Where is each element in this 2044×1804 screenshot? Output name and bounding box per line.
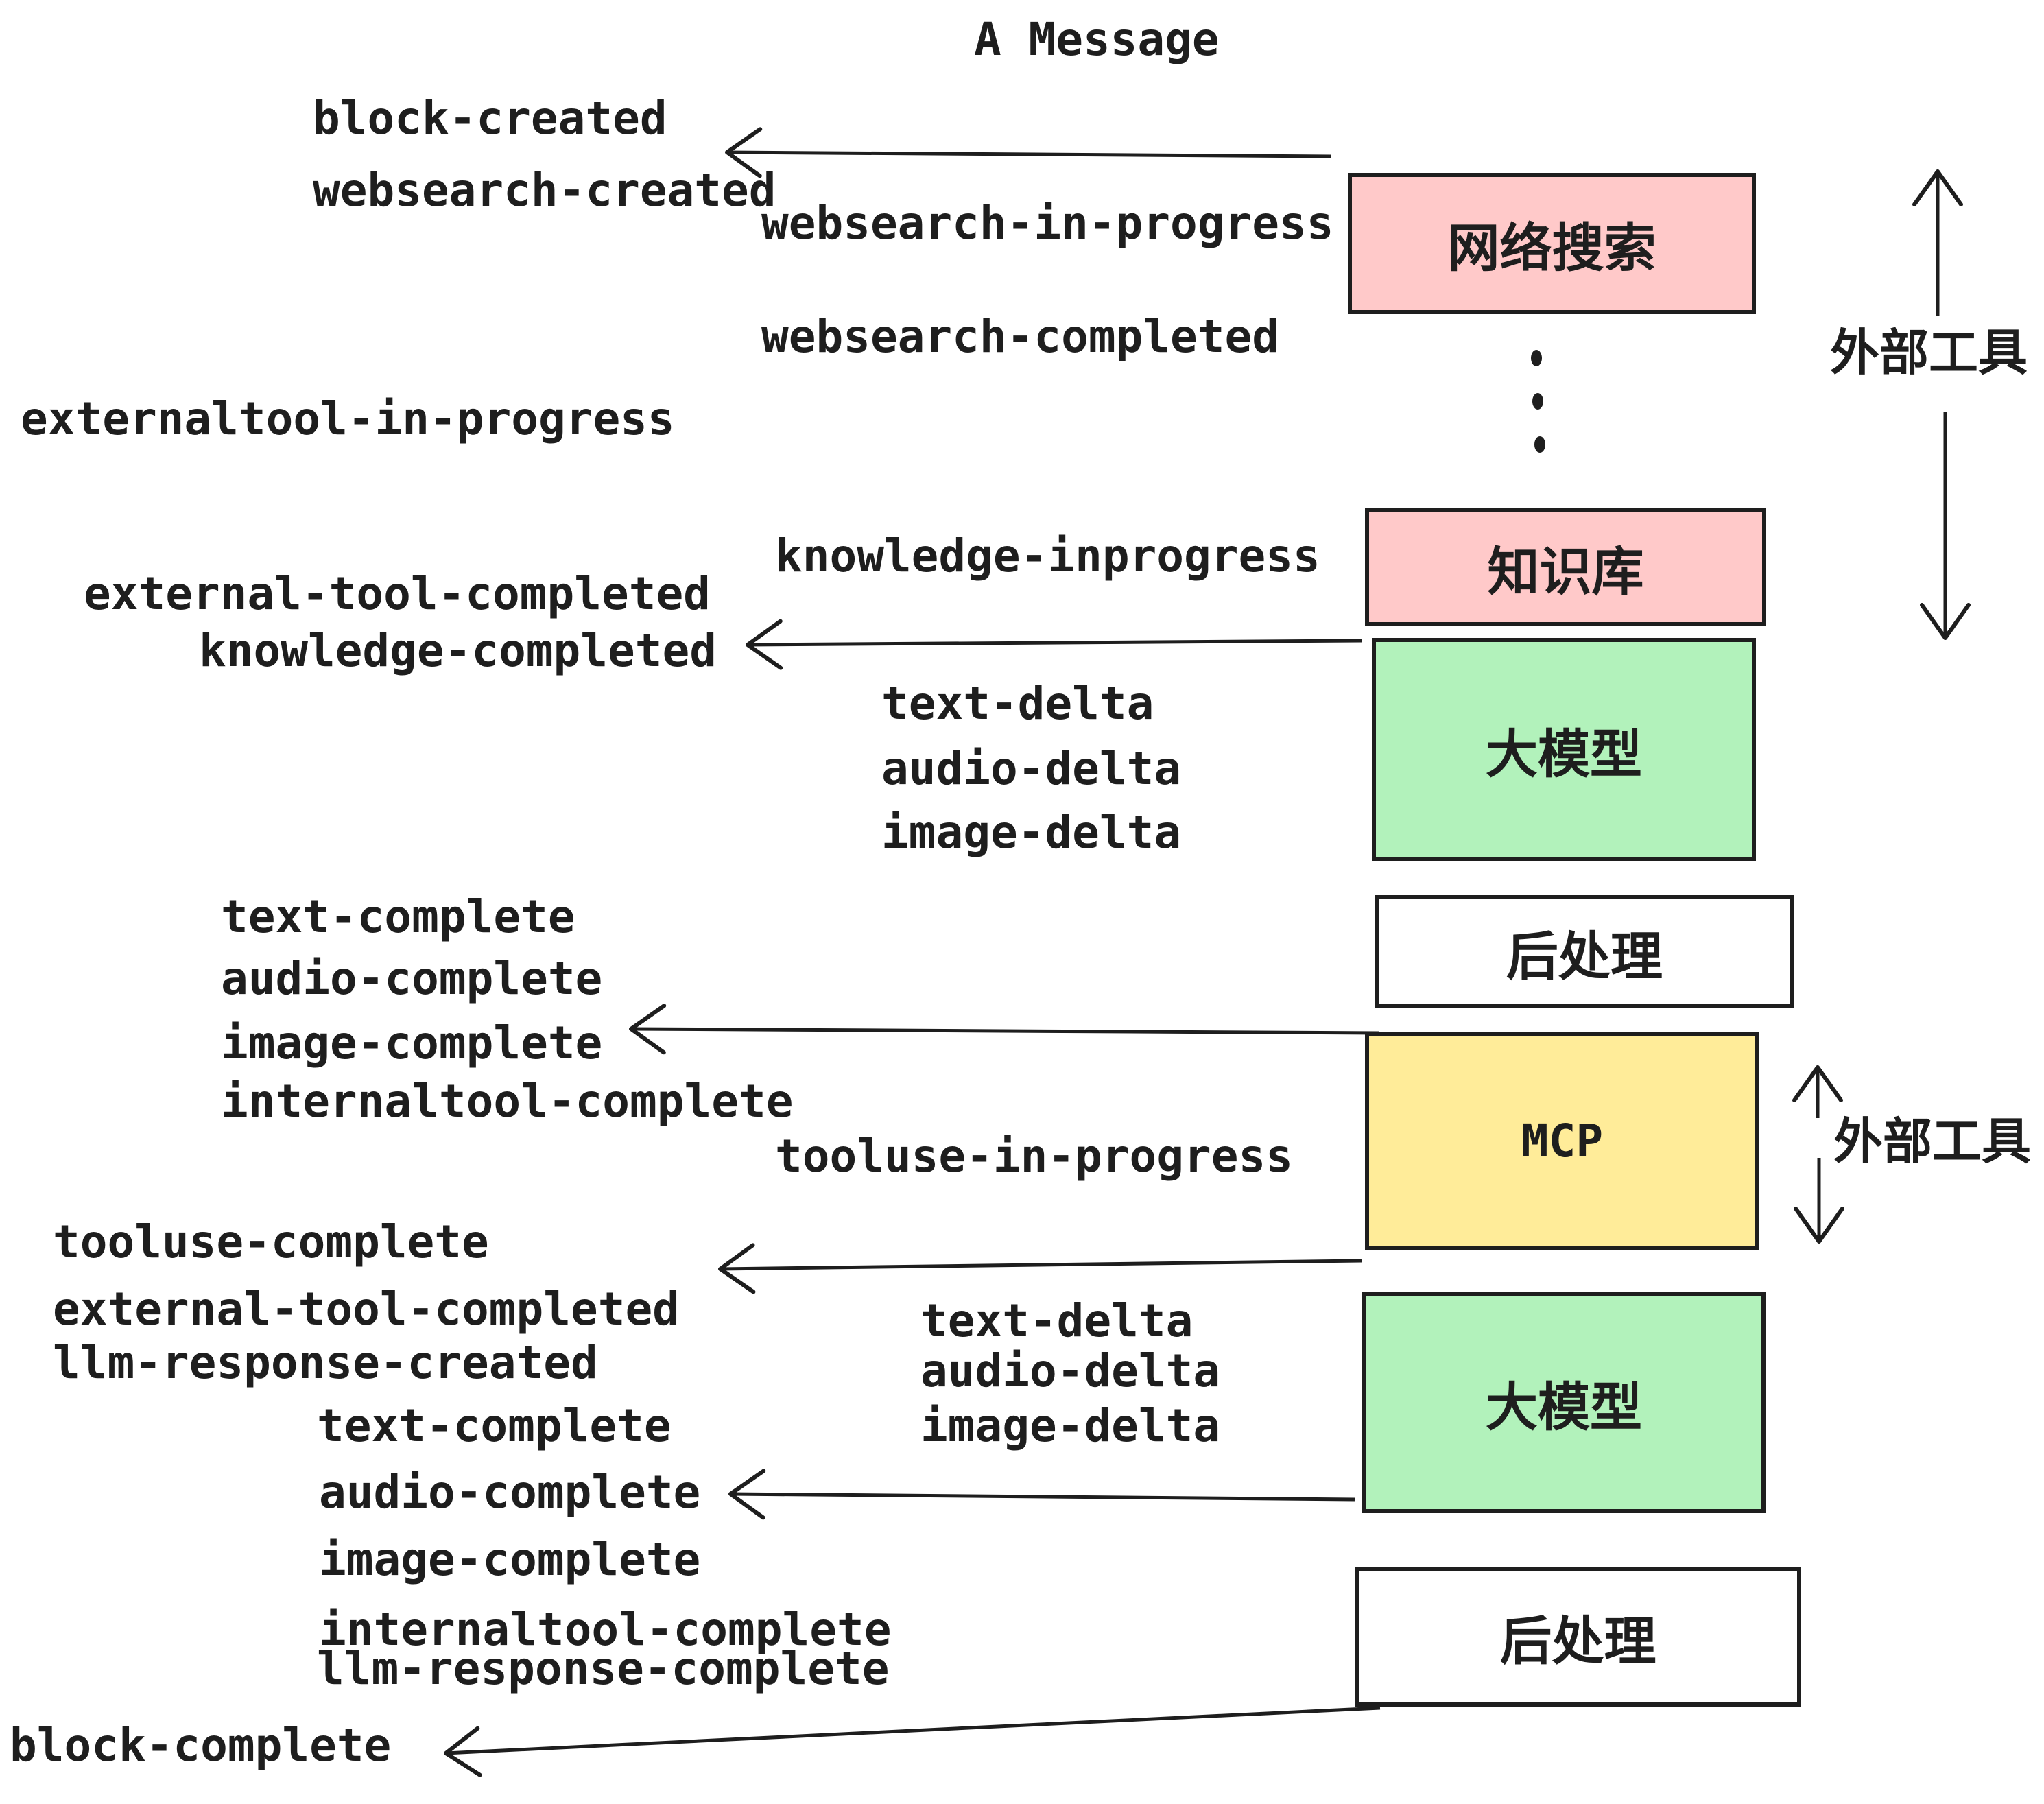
arrow-internaltool-complete (629, 1004, 1379, 1055)
node-llm-2: 大模型 (1362, 1292, 1766, 1513)
event-label-websearch-in-progress: websearch-in-progress (761, 197, 1334, 250)
event-label-image-delta-2: image-delta (920, 1399, 1221, 1452)
node-postprocess-1: 后处理 (1375, 895, 1794, 1008)
node-websearch: 网络搜索 (1348, 173, 1756, 314)
event-label-websearch-created: websearch-created (313, 164, 776, 217)
external-tools-label-1: 外部工具 (1830, 324, 2028, 381)
event-label-text-delta: text-delta (881, 677, 1154, 730)
node-knowledge-base: 知识库 (1365, 508, 1766, 626)
event-label-text-delta-2: text-delta (920, 1294, 1193, 1347)
event-label-text-complete: text-complete (221, 890, 575, 943)
event-label-block-complete: block-complete (10, 1719, 392, 1772)
arrow-knowledge-completed (746, 619, 1362, 670)
event-label-image-delta: image-delta (881, 806, 1182, 859)
event-label-knowledge-completed: knowledge-completed (199, 624, 717, 677)
arrow-tooluse-complete (718, 1243, 1362, 1294)
node-mcp-label: MCP (1521, 1115, 1604, 1167)
event-label-audio-delta-2: audio-delta (920, 1344, 1221, 1397)
event-label-websearch-completed: websearch-completed (761, 310, 1279, 363)
event-label-llm-response-complete: llm-response-complete (317, 1642, 890, 1695)
arrow-audio-complete (728, 1469, 1355, 1520)
event-label-image-complete-2: image-complete (319, 1533, 701, 1586)
event-label-knowledge-inprogress: knowledge-inprogress (775, 530, 1320, 582)
node-postprocess-2-label: 后处理 (1499, 1611, 1656, 1672)
event-label-llm-response-created: llm-response-created (53, 1336, 598, 1389)
event-label-tooluse-complete: tooluse-complete (53, 1215, 489, 1268)
arrow-block-complete (444, 1706, 1381, 1777)
event-label-external-tool-completed-2: external-tool-completed (53, 1283, 680, 1336)
event-label-audio-complete: audio-complete (221, 952, 603, 1005)
node-postprocess-1-label: 后处理 (1506, 925, 1663, 987)
event-label-audio-complete-2: audio-complete (319, 1466, 701, 1519)
event-label-audio-delta: audio-delta (881, 742, 1182, 795)
ellipsis-dots (1531, 350, 1545, 453)
node-knowledge-base-label: 知识库 (1487, 541, 1644, 602)
external-tools-label-2: 外部工具 (1833, 1113, 2032, 1170)
node-websearch-label: 网络搜索 (1447, 217, 1656, 278)
arrow-websearch-created (725, 127, 1331, 178)
node-llm-1-label: 大模型 (1486, 723, 1642, 785)
node-mcp: MCP (1365, 1032, 1759, 1250)
event-label-externaltool-in-progress: externaltool-in-progress (21, 392, 675, 445)
event-label-internaltool-complete: internaltool-complete (221, 1075, 794, 1128)
diagram-title: A Message (974, 13, 1220, 66)
node-llm-1: 大模型 (1372, 638, 1756, 861)
event-label-internaltool-complete-2: internaltool-complete (319, 1603, 892, 1656)
event-label-block-created: block-created (313, 92, 667, 145)
event-label-tooluse-in-progress: tooluse-in-progress (775, 1130, 1293, 1183)
event-label-image-complete: image-complete (221, 1017, 603, 1069)
node-llm-2-label: 大模型 (1486, 1376, 1642, 1438)
event-label-text-complete-2: text-complete (317, 1399, 672, 1452)
node-postprocess-2: 后处理 (1355, 1567, 1801, 1707)
event-label-external-tool-completed: external-tool-completed (84, 567, 711, 620)
